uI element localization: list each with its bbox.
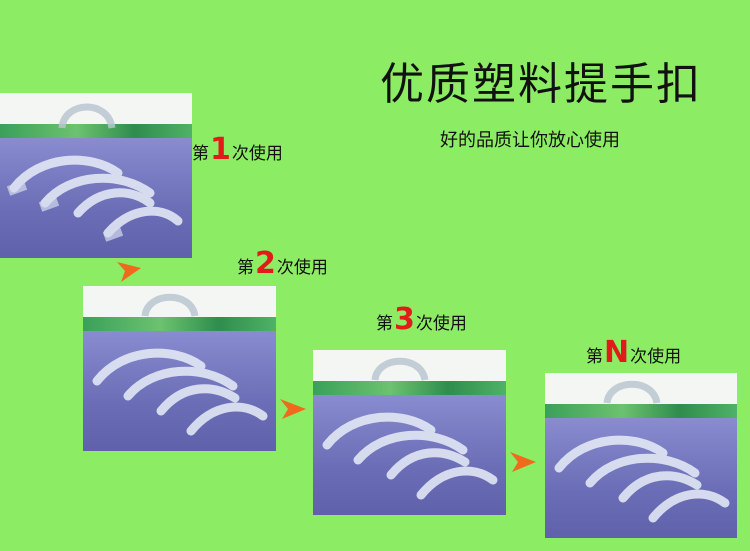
usage-suffix: 次使用 (276, 258, 328, 278)
page-title: 优质塑料提手扣 (380, 59, 702, 110)
handle-photo (92, 293, 268, 436)
usage-prefix: 第 (586, 347, 603, 367)
usage-label-3: 第 3 次使用 (376, 302, 467, 337)
product-photo-4 (545, 373, 737, 538)
arrow-icon (117, 262, 141, 282)
handle-photo (6, 103, 183, 242)
product-photo-2 (83, 286, 276, 451)
usage-prefix: 第 (237, 258, 254, 278)
handle-photo (554, 380, 730, 523)
arrow-icon (510, 452, 536, 472)
product-photo-1 (0, 93, 192, 258)
page-subtitle: 好的品质让你放心使用 (440, 130, 620, 151)
usage-number: 2 (255, 246, 276, 281)
usage-prefix: 第 (192, 144, 209, 164)
usage-number: 3 (394, 302, 415, 337)
usage-suffix: 次使用 (630, 347, 682, 367)
usage-prefix: 第 (376, 314, 393, 334)
product-photo-3 (313, 350, 506, 515)
usage-number: N (604, 335, 630, 370)
usage-label-1: 第 1 次使用 (192, 132, 283, 167)
usage-number: 1 (210, 132, 231, 167)
usage-suffix: 次使用 (415, 314, 467, 334)
usage-suffix: 次使用 (231, 144, 283, 164)
arrow-icon (280, 399, 306, 419)
usage-label-2: 第 2 次使用 (237, 246, 328, 281)
usage-label-n: 第 N 次使用 (586, 335, 682, 370)
handle-photo (322, 357, 498, 500)
